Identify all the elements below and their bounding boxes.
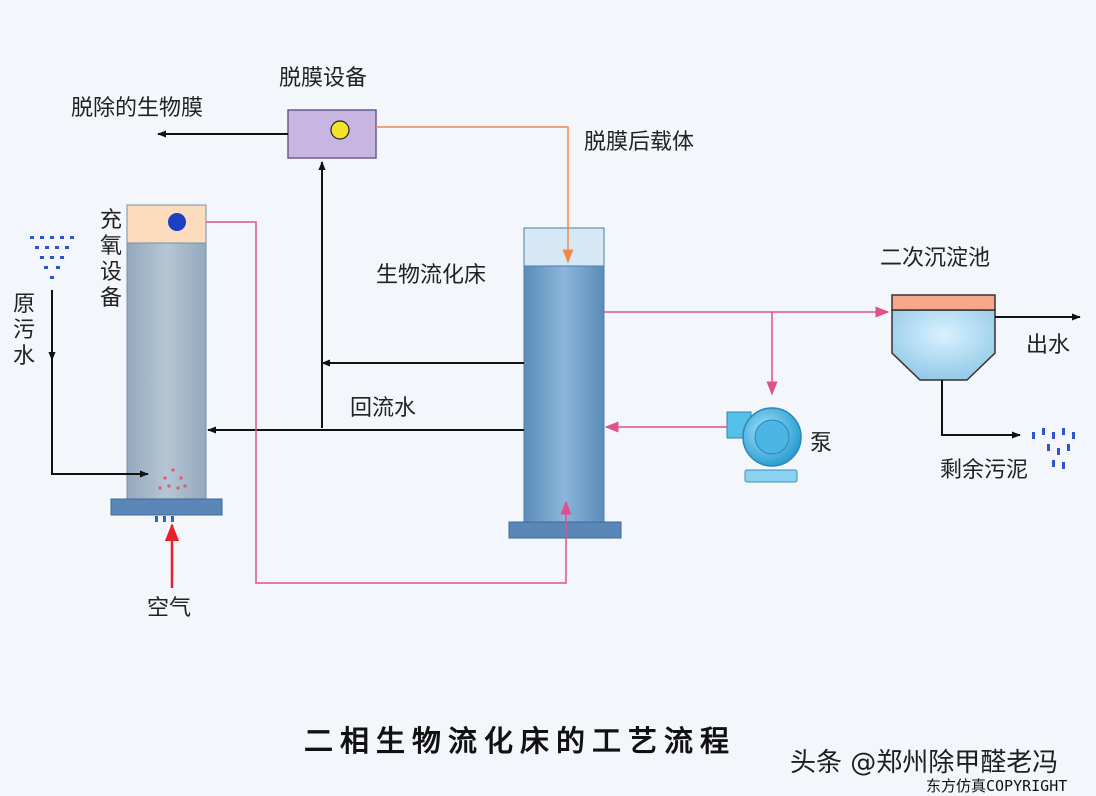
fluidized-bed-column xyxy=(508,227,622,539)
raw-sewage-inflow-icon xyxy=(30,236,74,279)
clarifier-top xyxy=(891,294,996,311)
oxygenator-indicator-icon xyxy=(168,213,186,231)
oxygenator-label: 充氧设备 xyxy=(99,208,122,311)
excess-sludge-label: 剩余污泥 xyxy=(940,458,1029,483)
bed-base-plate xyxy=(508,521,622,539)
stripper-label: 脱膜设备 xyxy=(279,66,368,91)
diagram-title: 二相生物流化床的工艺流程 xyxy=(304,724,737,758)
excess-sludge-icon xyxy=(1032,428,1075,469)
watermark: 头条 @郑州除甲醛老冯 xyxy=(790,748,1059,778)
diffuser-icon xyxy=(155,516,174,522)
oxygenation-column xyxy=(110,204,223,522)
air-label: 空气 xyxy=(147,596,192,621)
secondary-clarifier-label: 二次沉淀池 xyxy=(880,246,991,271)
effluent-label: 出水 xyxy=(1026,333,1071,358)
column-base-plate xyxy=(110,498,223,516)
pump-icon xyxy=(726,407,802,483)
oxygenated-water-flow xyxy=(206,221,572,584)
oxygenator-top xyxy=(126,204,207,244)
raw-sewage-label: 原污水 xyxy=(12,292,35,369)
return-water-label: 回流水 xyxy=(350,396,417,421)
stripper-indicator-icon xyxy=(330,120,350,140)
removed-biofilm-label: 脱除的生物膜 xyxy=(71,96,204,121)
copyright-notice: 东方仿真COPYRIGHT xyxy=(926,777,1068,795)
stripped-carrier-label: 脱膜后载体 xyxy=(584,130,695,155)
stripped-carrier-flow xyxy=(376,126,574,264)
fluidized-bed-label: 生物流化床 xyxy=(376,263,487,288)
biofilm-stripper xyxy=(287,109,377,159)
pump-label: 泵 xyxy=(810,431,833,456)
air-bubbles-icon xyxy=(158,468,187,490)
secondary-clarifier xyxy=(891,294,996,381)
excess-sludge-flow xyxy=(941,380,1021,439)
